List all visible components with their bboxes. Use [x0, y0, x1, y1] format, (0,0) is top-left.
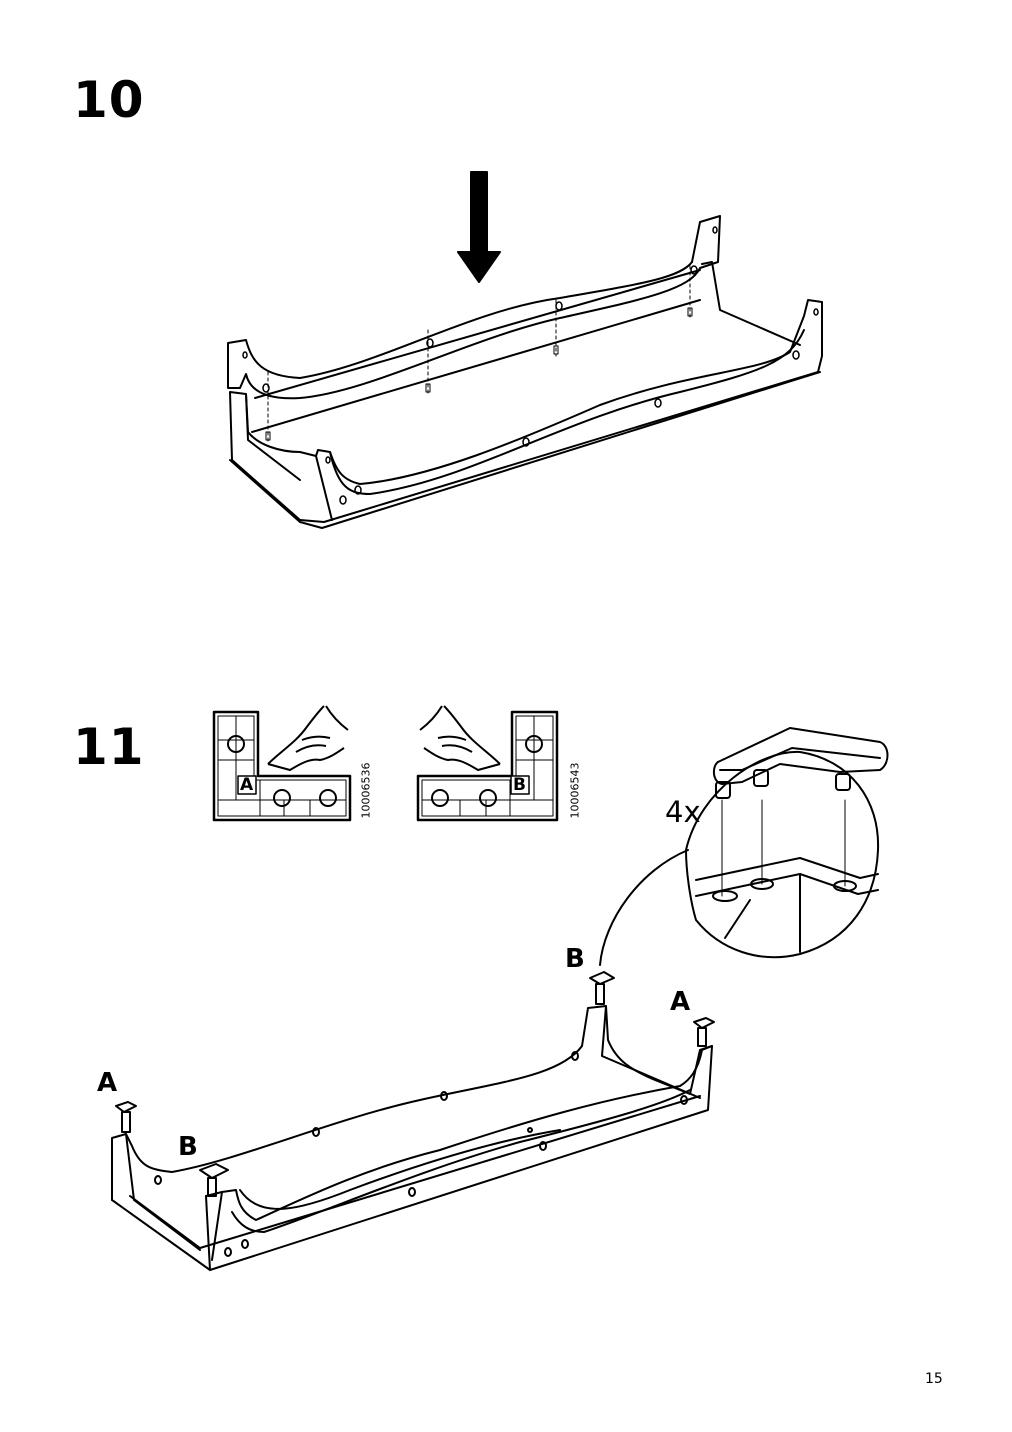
- part-card-b-letter: B: [513, 775, 526, 795]
- glide-left-back: [199, 1163, 229, 1197]
- leg-label-right-front: A: [670, 987, 691, 1017]
- pressing-hand-icon: [267, 705, 349, 771]
- glide-right-back: [589, 971, 615, 1005]
- page-number: 15: [925, 1371, 943, 1387]
- part-card-a: [212, 705, 352, 822]
- front-rail: [229, 261, 823, 529]
- inverted-bench-frame: [111, 1005, 713, 1271]
- quantity-label: 4x: [665, 795, 701, 829]
- dowel-pins: [265, 265, 693, 443]
- step-number-11: 11: [73, 718, 145, 776]
- leg-label-left-back: B: [178, 1132, 198, 1162]
- leg-label-right-back: B: [565, 944, 585, 974]
- glide-left-front: [115, 1101, 137, 1133]
- down-arrow-icon: [457, 171, 501, 283]
- glide-right-front: [693, 1017, 715, 1047]
- step-number-10: 10: [73, 71, 145, 129]
- part-card-b: [416, 705, 559, 822]
- pressing-hand-icon: [419, 705, 501, 771]
- floor-glide-part: [712, 727, 889, 799]
- part-card-a-letter: A: [240, 775, 254, 795]
- detail-zoom-circle: [599, 727, 889, 966]
- leg-label-left-front: A: [97, 1068, 118, 1098]
- back-rail: [227, 215, 721, 400]
- screw-holes: [242, 226, 819, 505]
